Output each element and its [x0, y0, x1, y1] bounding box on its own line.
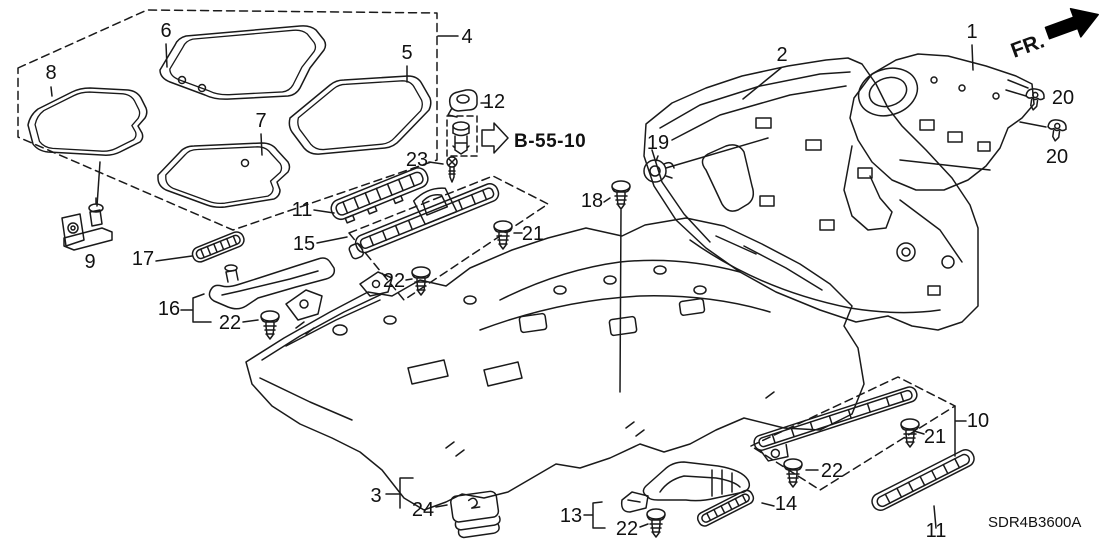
- step-pad-17: [155, 231, 245, 263]
- part-label-23: 23: [406, 149, 428, 171]
- garnish-group-box-15: [316, 175, 549, 301]
- mat-set-group-box: [17, 9, 438, 231]
- part-label-7: 7: [255, 110, 266, 132]
- leader-part9: [96, 161, 101, 207]
- floor-mat-5: [288, 65, 432, 155]
- leader-part18: [603, 197, 611, 203]
- part-label-1: 1: [966, 21, 977, 43]
- clip-12: [447, 89, 490, 118]
- sill-garnish-11-top: [313, 167, 429, 224]
- floor-mat-7: [157, 133, 291, 208]
- part-label-10: 10: [967, 410, 989, 432]
- part-label-9: 9: [84, 251, 95, 273]
- leader-part1: [971, 44, 974, 71]
- floor-mat-8: [27, 86, 148, 156]
- part-labels: 1 2 3 4 5 6 7 8 9 10 11 11 12 13 14 15 1…: [45, 20, 1081, 542]
- leader-part22-15: [405, 278, 413, 281]
- diagram-code: SDR4B3600A: [988, 514, 1081, 531]
- clip-18: [603, 180, 631, 393]
- leader-part23: [428, 161, 444, 165]
- clip-23: [428, 156, 458, 183]
- part-label-11-bottom: 11: [926, 520, 947, 542]
- part-label-5: 5: [401, 42, 412, 64]
- part-label-22-16: 22: [219, 312, 241, 334]
- grommet-19: [643, 137, 769, 183]
- leader-part24: [435, 504, 448, 508]
- part-label-3: 3: [370, 485, 381, 507]
- part-label-14: 14: [775, 493, 797, 515]
- leader-part15: [316, 236, 348, 244]
- step-pad-14: [696, 489, 775, 527]
- leader-part3: [385, 477, 414, 509]
- part-label-15: 15: [293, 233, 315, 255]
- carpet-pad-24: [385, 477, 501, 539]
- sill-garnish-11-bottom: [871, 449, 975, 529]
- part-label-20-upper: 20: [1052, 87, 1074, 109]
- part-label-17: 17: [132, 248, 154, 270]
- clip-20-upper: [1005, 87, 1046, 112]
- bracket-9: [61, 161, 113, 251]
- part-label-19: 19: [647, 132, 669, 154]
- part-label-12: 12: [483, 91, 505, 113]
- leader-part22-16: [242, 319, 259, 323]
- part-label-22-13: 22: [616, 518, 638, 540]
- leader-part17: [155, 255, 193, 262]
- leader-part14: [761, 502, 775, 507]
- bolt-reference-group: [446, 115, 509, 157]
- part-label-22-10: 22: [821, 460, 843, 482]
- part-label-2: 2: [776, 44, 787, 66]
- leader-part20-upper: [1005, 89, 1027, 97]
- leader-part20-lower: [1019, 121, 1047, 128]
- leader-part16: [180, 293, 212, 323]
- leader-part13: [583, 501, 606, 529]
- part-label-6: 6: [160, 20, 171, 42]
- dashboard-insulator-2: [643, 57, 979, 331]
- part-label-11-top: 11: [292, 199, 313, 221]
- leader-clip18-to-carpet: [619, 209, 622, 393]
- front-arrow-icon: [1044, 7, 1099, 40]
- dashboard-insulator-1: [843, 44, 1035, 231]
- part-label-21-mid: 21: [522, 223, 544, 245]
- part-label-22-15: 22: [383, 270, 405, 292]
- part-label-16: 16: [158, 298, 180, 320]
- garnish-group-box-10: [750, 376, 967, 491]
- leader-part11-bottom: [933, 505, 937, 529]
- reference-arrow-icon: [481, 122, 509, 154]
- leader-part10: [954, 405, 967, 457]
- cover-13: [583, 461, 751, 538]
- bolt-reference-label: B-55-10: [514, 131, 586, 152]
- front-direction-arrow: FR.: [1008, 7, 1099, 63]
- leader-part6: [165, 43, 168, 68]
- bracket-16: [180, 257, 336, 340]
- floor-carpet-3: [245, 217, 865, 511]
- clip-20-lower: [1019, 118, 1068, 143]
- part-label-4: 4: [461, 26, 472, 48]
- part-label-21-right: 21: [924, 426, 946, 448]
- front-direction-label: FR.: [1008, 30, 1048, 63]
- leader-part11-top: [313, 209, 335, 214]
- leader-part2: [742, 67, 782, 100]
- leader-part8: [50, 86, 53, 97]
- leader-part21-right: [913, 430, 925, 435]
- part-label-13: 13: [560, 505, 582, 527]
- part-label-24: 24: [412, 499, 434, 521]
- part-label-20-lower: 20: [1046, 146, 1068, 168]
- floor-mat-6: [159, 25, 327, 100]
- part-label-18: 18: [581, 190, 603, 212]
- leader-grommet19-to-insulator: [665, 137, 769, 169]
- part-label-8: 8: [45, 62, 56, 84]
- leader-part22-13: [639, 523, 649, 528]
- leader-part7: [260, 133, 263, 156]
